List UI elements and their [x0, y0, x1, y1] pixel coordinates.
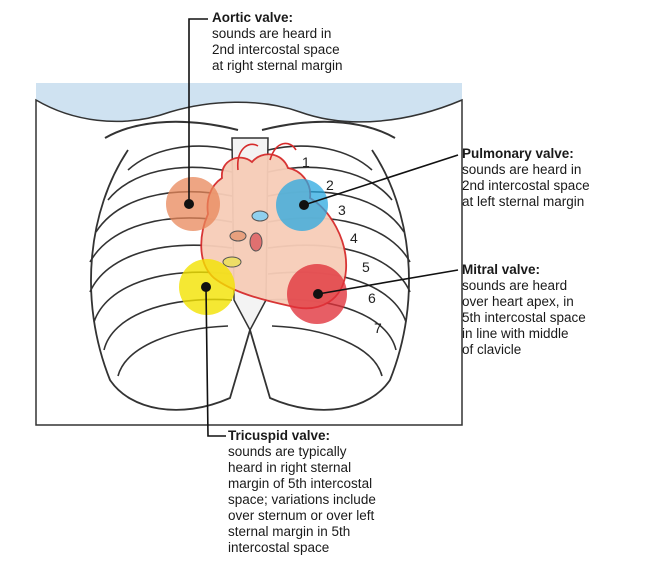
rib-number-4: 4 [350, 230, 358, 246]
tricuspid-label: Tricuspid valve: sounds are typically he… [228, 428, 468, 556]
rib-number-7: 7 [374, 320, 382, 336]
aortic-dot [184, 199, 194, 209]
pulmonary-description: sounds are heard in 2nd intercostal spac… [462, 162, 662, 210]
rib-number-1: 1 [302, 154, 310, 170]
rib-number-5: 5 [362, 259, 370, 275]
mitral-valve-icon [250, 233, 262, 251]
tricuspid-description: sounds are typically heard in right ster… [228, 444, 468, 556]
pulmonary-label: Pulmonary valve: sounds are heard in 2nd… [462, 146, 662, 210]
mitral-dot [313, 289, 323, 299]
pulmonary-valve-icon [252, 211, 268, 221]
mitral-description: sounds are heard over heart apex, in 5th… [462, 278, 662, 358]
tricuspid-valve-icon [223, 257, 241, 267]
mitral-label: Mitral valve: sounds are heard over hear… [462, 262, 662, 358]
mitral-title: Mitral valve: [462, 262, 662, 278]
tricuspid-title: Tricuspid valve: [228, 428, 468, 444]
rib-number-2: 2 [326, 177, 334, 193]
rib-number-3: 3 [338, 202, 346, 218]
aortic-label: Aortic valve: sounds are heard in 2nd in… [212, 10, 462, 74]
pulmonary-dot [299, 200, 309, 210]
rib-number-6: 6 [368, 290, 376, 306]
pulmonary-title: Pulmonary valve: [462, 146, 662, 162]
tricuspid-dot [201, 282, 211, 292]
aortic-description: sounds are heard in 2nd intercostal spac… [212, 26, 462, 74]
aortic-valve-icon [230, 231, 246, 241]
aortic-title: Aortic valve: [212, 10, 462, 26]
